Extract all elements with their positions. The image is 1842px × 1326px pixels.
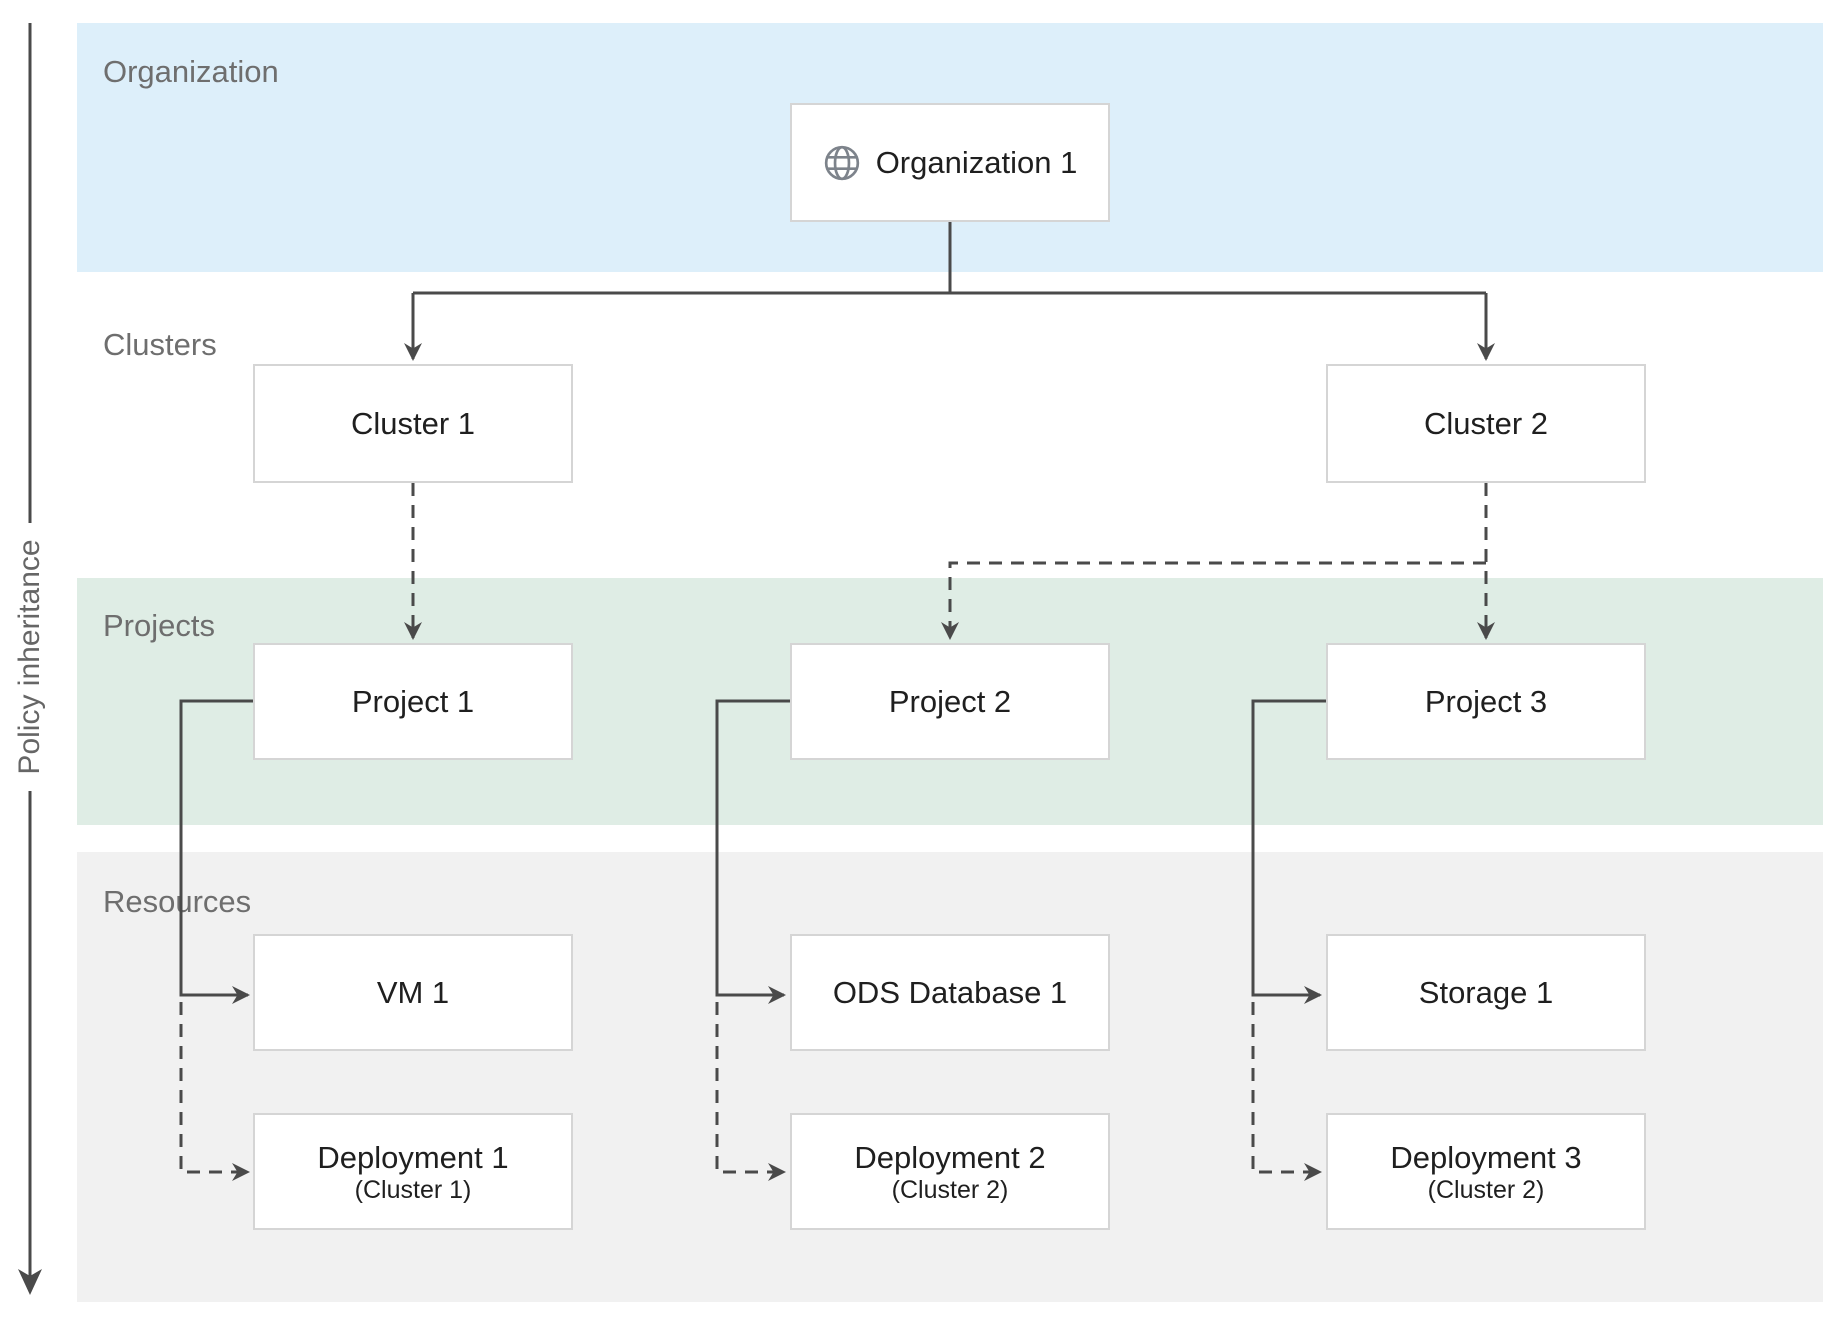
node-cluster-1: Cluster 1 (253, 364, 573, 483)
node-label: Project 3 (1424, 683, 1548, 719)
band-projects-label: Projects (103, 608, 215, 643)
node-label: Deployment 2 (854, 1139, 1046, 1175)
node-project-3: Project 3 (1326, 643, 1646, 760)
band-clusters-label: Clusters (103, 327, 217, 362)
node-vm-1: VM 1 (253, 934, 573, 1051)
project1-to-deployment1-arrow (179, 1002, 250, 1181)
project1-to-vm1-arrow (179, 699, 253, 1004)
project2-to-deployment2-arrow (715, 1002, 786, 1181)
node-label: Cluster 2 (1423, 405, 1549, 441)
node-deployment-2: Deployment 2 (Cluster 2) (790, 1113, 1110, 1230)
node-label: Storage 1 (1418, 974, 1554, 1010)
node-cluster-2: Cluster 2 (1326, 364, 1646, 483)
band-resources-label: Resources (103, 884, 252, 919)
node-label: Project 2 (888, 683, 1012, 719)
node-storage-1: Storage 1 (1326, 934, 1646, 1051)
cluster2-to-project2-arrow (941, 561, 1486, 640)
node-label: Cluster 1 (350, 405, 476, 441)
project-to-deployment-connectors (179, 1002, 1322, 1181)
node-label: Project 1 (351, 683, 475, 719)
node-deployment-1: Deployment 1 (Cluster 1) (253, 1113, 573, 1230)
node-label: Deployment 1 (317, 1139, 509, 1175)
node-label: Organization 1 (875, 144, 1078, 180)
node-sublabel: (Cluster 1) (354, 1175, 472, 1204)
node-organization-1: Organization 1 (790, 103, 1110, 222)
band-organization-label: Organization (103, 54, 279, 89)
cluster-to-project-connectors (404, 483, 1495, 640)
node-label: Deployment 3 (1390, 1139, 1582, 1175)
node-label: ODS Database 1 (832, 974, 1068, 1010)
node-project-2: Project 2 (790, 643, 1110, 760)
project3-to-deployment3-arrow (1251, 1002, 1322, 1181)
project2-to-ods1-arrow (715, 699, 790, 1004)
project3-to-storage1-arrow (1251, 699, 1326, 1004)
node-deployment-3: Deployment 3 (Cluster 2) (1326, 1113, 1646, 1230)
node-ods-database-1: ODS Database 1 (790, 934, 1110, 1051)
node-project-1: Project 1 (253, 643, 573, 760)
node-sublabel: (Cluster 2) (1427, 1175, 1545, 1204)
globe-icon (823, 144, 861, 182)
project-to-resource-connectors (179, 699, 1326, 1004)
org-to-clusters-connectors (404, 222, 1495, 361)
node-sublabel: (Cluster 2) (891, 1175, 1009, 1204)
node-label: VM 1 (376, 974, 450, 1010)
